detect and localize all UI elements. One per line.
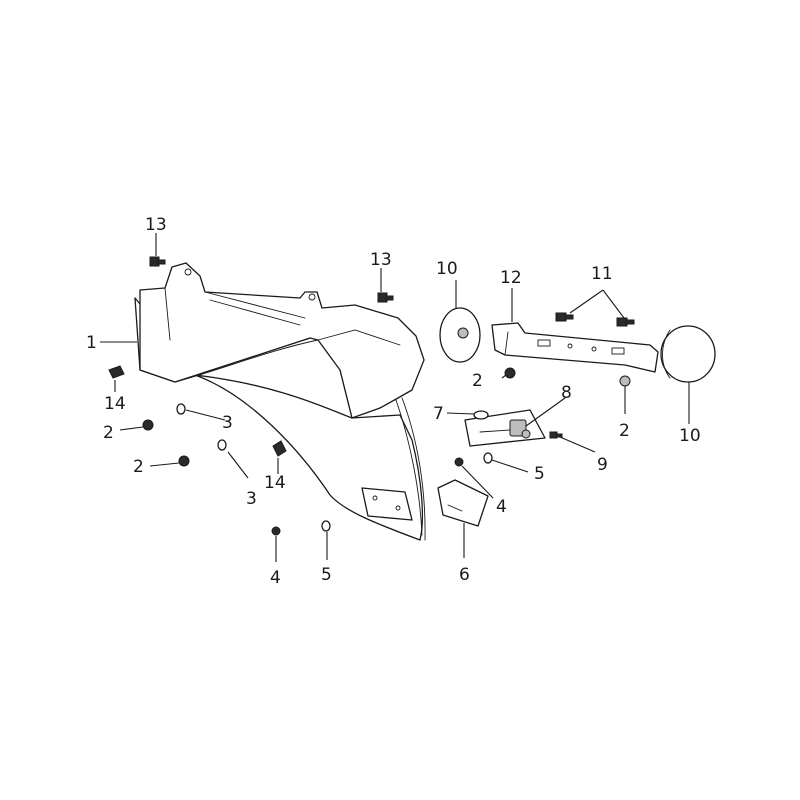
screw-9 (549, 431, 563, 439)
callout-6: 6 (459, 565, 470, 585)
bolt-11-a (555, 312, 574, 322)
nut-2-a (142, 419, 154, 431)
round-reflector-left (439, 307, 481, 363)
bulb-part (473, 410, 489, 420)
washer-3-b (217, 439, 227, 451)
nut-4-a (271, 526, 281, 536)
callout-3-a: 3 (222, 413, 233, 433)
bolt-13-right (377, 292, 394, 303)
callout-5-a: 5 (321, 565, 332, 585)
callout-5-b: 5 (534, 464, 545, 484)
clip-14-left (108, 365, 125, 379)
license-light-part (464, 409, 546, 447)
callout-4-b: 4 (496, 497, 507, 517)
callout-14-mid: 14 (264, 473, 286, 493)
callout-13-right: 13 (370, 250, 392, 270)
callout-labels: 1 13 13 14 2 2 3 3 14 4 5 4 5 6 7 8 9 2 … (86, 215, 701, 588)
leader-lines (100, 233, 690, 562)
callout-8: 8 (561, 383, 572, 403)
callout-10-left: 10 (436, 259, 458, 279)
callout-13-left: 13 (145, 215, 167, 235)
clip-14-mid (272, 440, 287, 457)
nut-2-c (504, 367, 516, 379)
nut-2-b (178, 455, 190, 467)
callout-11: 11 (591, 264, 613, 284)
callout-14-left: 14 (104, 394, 126, 414)
callout-2-a: 2 (103, 423, 114, 443)
callout-2-c: 2 (472, 371, 483, 391)
callout-1: 1 (86, 333, 97, 353)
callout-3-b: 3 (246, 489, 257, 509)
bolt-11-b (616, 317, 635, 327)
callout-9: 9 (597, 455, 608, 475)
nut-2-d (619, 375, 631, 387)
callout-2-b: 2 (133, 457, 144, 477)
callout-10-right: 10 (679, 426, 701, 446)
washer-5-a (321, 520, 331, 532)
nut-4-b (454, 457, 464, 467)
rear-fender-part (134, 262, 426, 541)
callout-12: 12 (500, 268, 522, 288)
callout-7: 7 (433, 404, 444, 424)
callout-4-a: 4 (270, 568, 281, 588)
bracket-part (491, 322, 659, 373)
washer-5-b (483, 452, 493, 464)
round-reflector-right (660, 325, 716, 383)
callout-2-d: 2 (619, 421, 630, 441)
washer-3-a (176, 403, 186, 415)
reflector-pad-part (437, 479, 489, 527)
bolt-13-left (149, 256, 166, 267)
